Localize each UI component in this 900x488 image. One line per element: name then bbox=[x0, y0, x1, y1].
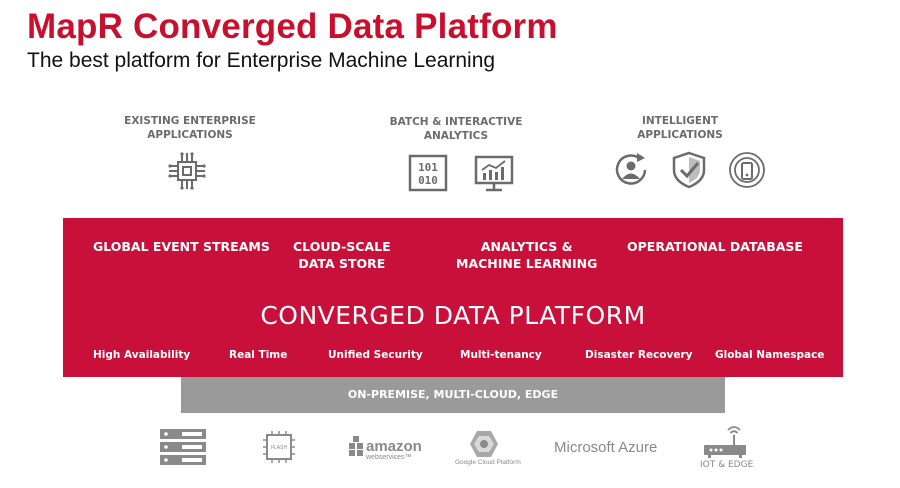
server-rack-icon bbox=[160, 429, 206, 465]
flash-label: FLASH bbox=[271, 445, 288, 451]
svg-text:101: 101 bbox=[418, 161, 438, 174]
capability-label: High Availability bbox=[93, 349, 191, 361]
feature-label: DATA STORE bbox=[298, 256, 386, 271]
category-intelligent-apps: INTELLIGENT APPLICATIONS bbox=[610, 114, 750, 142]
category-intelligent-apps-icons bbox=[611, 150, 767, 190]
platform-name: CONVERGED DATA PLATFORM bbox=[260, 301, 646, 330]
category-label-line1: INTELLIGENT bbox=[641, 115, 719, 127]
category-analytics-icons: 101 010 bbox=[408, 153, 514, 193]
shield-check-icon bbox=[672, 151, 706, 189]
platform-band: GLOBAL EVENT STREAMS CLOUD-SCALE DATA ST… bbox=[63, 218, 843, 377]
page-subtitle: The best platform for Enterprise Machine… bbox=[27, 49, 496, 72]
chip-icon bbox=[168, 152, 206, 190]
feature-event-streams: GLOBAL EVENT STREAMS bbox=[93, 238, 270, 255]
category-label-line1: EXISTING ENTERPRISE bbox=[124, 115, 256, 127]
google-cloud-logo bbox=[470, 431, 498, 457]
feature-label: OPERATIONAL DATABASE bbox=[627, 239, 803, 254]
feature-data-store: CLOUD-SCALE DATA STORE bbox=[293, 238, 391, 272]
google-cloud-label: Google Cloud Platform bbox=[455, 459, 521, 466]
mobile-signal-icon bbox=[729, 152, 765, 188]
feature-operational-db: OPERATIONAL DATABASE bbox=[627, 238, 803, 255]
page-title: MapR Converged Data Platform bbox=[27, 7, 558, 46]
binary-icon: 101 010 bbox=[408, 154, 448, 192]
feature-label: ANALYTICS & bbox=[480, 239, 573, 254]
azure-logo: Microsoft Azure bbox=[554, 439, 658, 456]
capability-label: Disaster Recovery bbox=[585, 349, 693, 361]
capability-label: Unified Security bbox=[328, 349, 423, 361]
category-existing-apps-icons bbox=[167, 151, 207, 191]
category-label-line2: APPLICATIONS bbox=[637, 129, 723, 141]
category-analytics: BATCH & INTERACTIVE ANALYTICS bbox=[386, 115, 526, 143]
deployment-bar: ON-PREMISE, MULTI-CLOUD, EDGE bbox=[181, 377, 725, 413]
feature-label: GLOBAL EVENT STREAMS bbox=[93, 239, 270, 254]
capability-label: Multi-tenancy bbox=[460, 349, 542, 361]
chart-monitor-icon bbox=[474, 155, 514, 192]
aws-logo: amazon bbox=[366, 438, 422, 455]
capability-label: Real Time bbox=[229, 349, 288, 361]
flash-storage-icon: FLASH bbox=[263, 431, 295, 463]
svg-text:010: 010 bbox=[418, 174, 438, 187]
category-existing-apps: EXISTING ENTERPRISE APPLICATIONS bbox=[120, 114, 260, 142]
router-icon bbox=[704, 426, 746, 458]
category-label-line2: ANALYTICS bbox=[423, 130, 489, 142]
capability-label: Global Namespace bbox=[715, 349, 825, 361]
feature-label: MACHINE LEARNING bbox=[456, 256, 598, 271]
aws-cubes-icon bbox=[349, 436, 363, 456]
feature-analytics-ml: ANALYTICS & MACHINE LEARNING bbox=[456, 238, 597, 272]
category-label-line2: APPLICATIONS bbox=[147, 129, 233, 141]
feature-label: CLOUD-SCALE bbox=[293, 239, 391, 254]
aws-logo-sub: webservices™ bbox=[366, 454, 412, 461]
iot-edge-label: IOT & EDGE bbox=[700, 460, 754, 470]
user-refresh-icon bbox=[615, 153, 647, 185]
category-label-line1: BATCH & INTERACTIVE bbox=[389, 116, 523, 128]
